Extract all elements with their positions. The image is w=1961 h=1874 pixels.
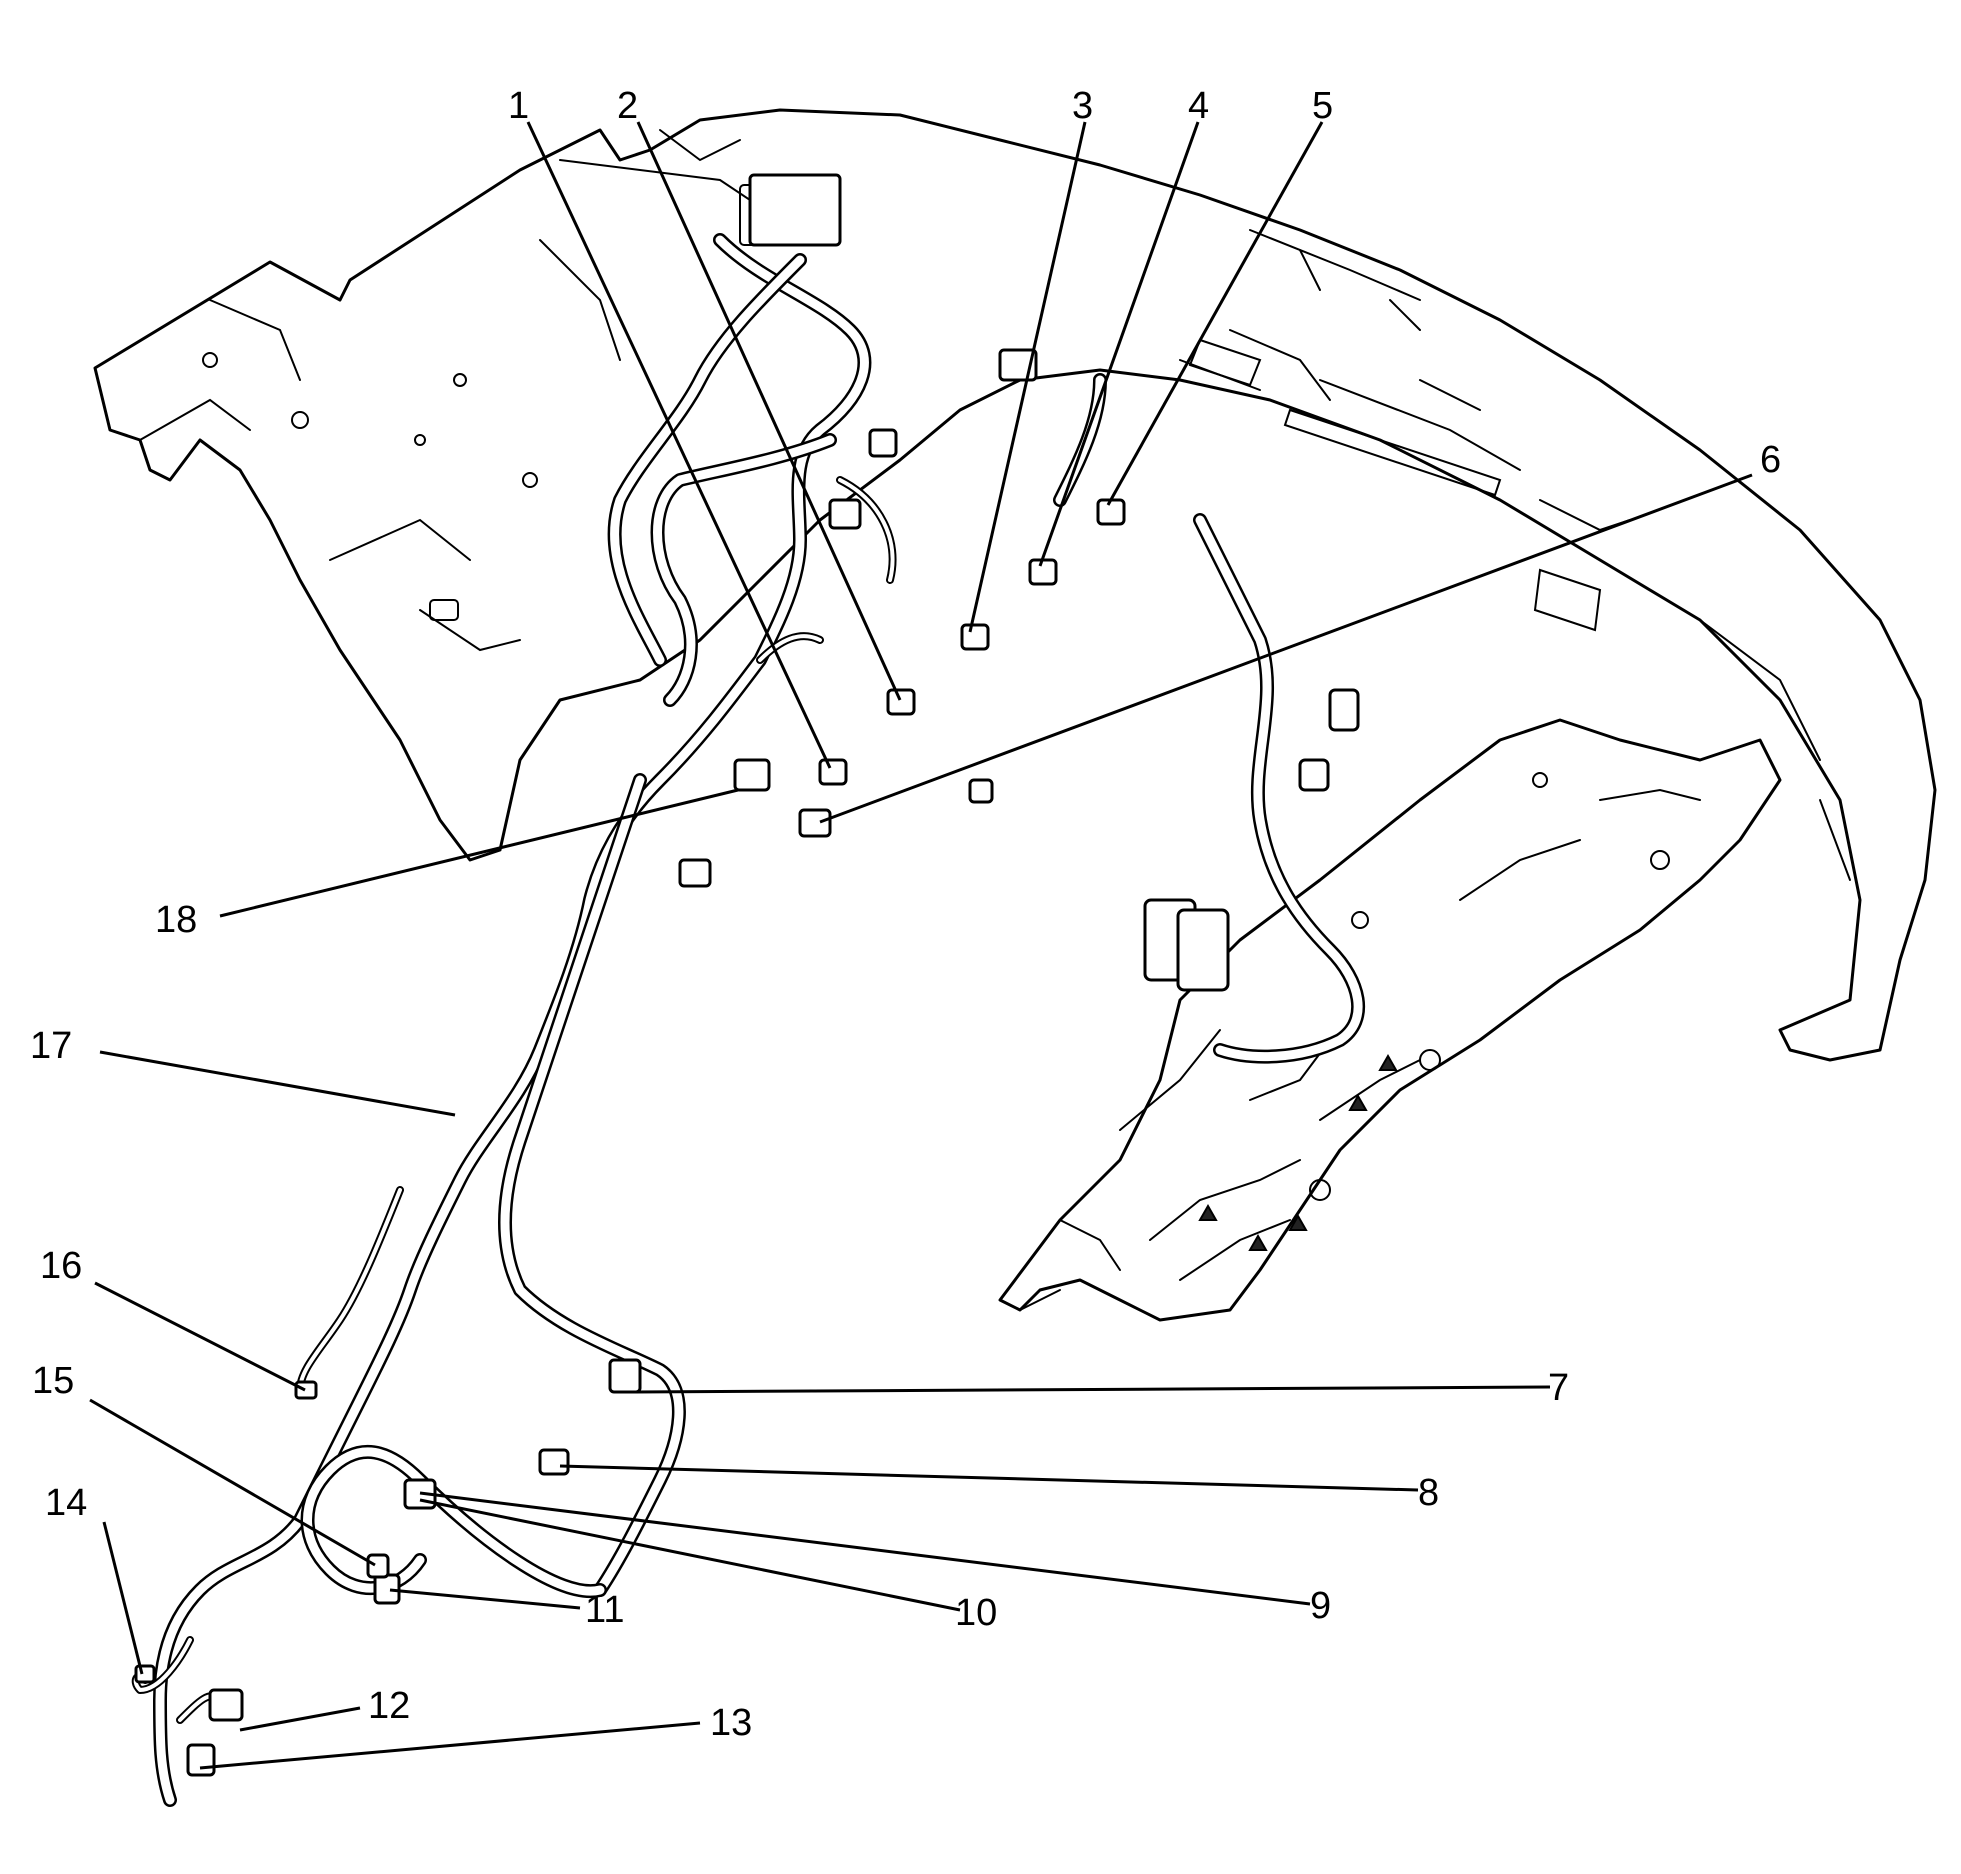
callout-16: 16 xyxy=(40,1245,82,1287)
callout-9: 9 xyxy=(1310,1585,1331,1627)
leader-10 xyxy=(419,1498,961,1612)
leader-17 xyxy=(99,1050,456,1117)
callout-5: 5 xyxy=(1312,85,1333,127)
leader-4 xyxy=(1038,121,1200,567)
leader-6 xyxy=(819,473,1753,824)
callout-labels: 1 2 3 4 5 6 7 8 9 10 11 12 13 14 15 16 1… xyxy=(30,85,1781,1744)
callout-1: 1 xyxy=(508,85,529,127)
rear-floor-panel xyxy=(93,108,1937,1062)
callout-3: 3 xyxy=(1072,85,1093,127)
leader-5 xyxy=(1106,121,1324,506)
callout-6: 6 xyxy=(1760,439,1781,481)
callout-17: 17 xyxy=(30,1025,72,1067)
callout-14: 14 xyxy=(45,1482,87,1524)
leader-8 xyxy=(559,1464,1419,1492)
callout-15: 15 xyxy=(32,1360,74,1402)
leader-3 xyxy=(968,121,1087,633)
callout-4: 4 xyxy=(1188,85,1209,127)
leader-13 xyxy=(199,1721,701,1770)
callout-10: 10 xyxy=(955,1592,997,1634)
callout-8: 8 xyxy=(1418,1472,1439,1514)
leader-12 xyxy=(239,1706,361,1732)
main-harness xyxy=(131,233,1365,1807)
callout-11: 11 xyxy=(585,1589,624,1631)
leader-lines xyxy=(89,121,1753,1770)
callout-13: 13 xyxy=(710,1702,752,1744)
leader-9 xyxy=(419,1491,1311,1606)
callout-7: 7 xyxy=(1548,1367,1569,1409)
leader-14 xyxy=(102,1521,144,1675)
leader-7 xyxy=(629,1385,1551,1394)
leader-1 xyxy=(526,121,832,769)
underbody-tank-area xyxy=(998,718,1782,1322)
leader-2 xyxy=(636,121,902,701)
connectors xyxy=(134,173,1360,1777)
leader-11 xyxy=(389,1588,581,1610)
leader-15 xyxy=(89,1398,376,1567)
callout-12: 12 xyxy=(368,1685,410,1727)
callout-2: 2 xyxy=(617,85,638,127)
leader-16 xyxy=(94,1281,306,1392)
callout-18: 18 xyxy=(155,899,197,941)
leader-18 xyxy=(219,788,739,918)
